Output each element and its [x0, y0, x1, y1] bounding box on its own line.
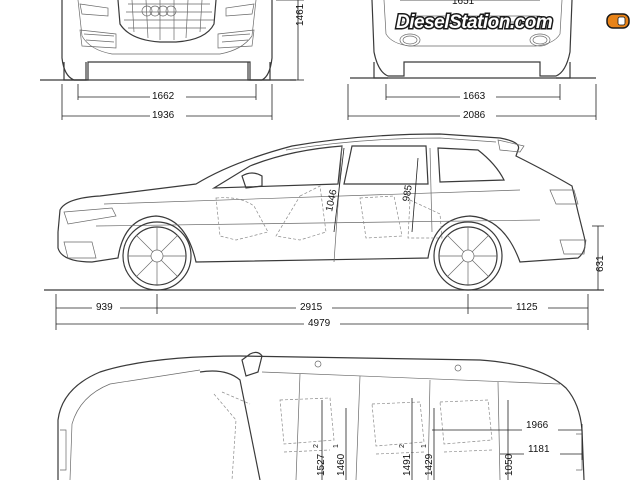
dim-front-shoulder-sup: 2	[313, 444, 320, 448]
dim-front-height: 1461	[295, 3, 306, 26]
dim-rear-shoulder-sup: 2	[399, 444, 406, 448]
dim-rear-shoulder: 1491	[402, 453, 413, 476]
site-watermark: DieselStation.com	[395, 11, 630, 35]
svg-text:DieselStation.com: DieselStation.com	[396, 12, 553, 33]
dim-front-headroom: 1046	[324, 188, 339, 212]
dim-wheelbase: 2915	[300, 302, 323, 313]
dim-front-width: 1936	[152, 110, 175, 121]
dim-cargo-length: 1181	[528, 444, 550, 455]
dim-front-elbow: 1460	[336, 453, 347, 476]
dim-front-shoulder: 1527	[316, 453, 327, 476]
dim-rear-elbow-sup: 1	[421, 444, 428, 448]
dim-rear-top: 1651	[452, 0, 475, 7]
interior-width-dims	[321, 398, 509, 480]
dim-rear-elbow: 1429	[424, 453, 435, 476]
rear-wheel	[433, 221, 503, 291]
dim-front-track: 1662	[152, 91, 175, 102]
dim-cargo-length-max: 1966	[526, 420, 549, 431]
dim-rear-headroom: 985	[401, 184, 415, 203]
side-view	[44, 133, 604, 291]
dim-front-elbow-sup: 1	[333, 444, 340, 448]
rear-view	[350, 0, 596, 79]
dim-rear-width: 2086	[463, 110, 486, 121]
dim-trunk-sill: 631	[595, 255, 606, 272]
dim-front-overhang: 939	[96, 302, 113, 313]
dim-rear-overhang: 1125	[516, 302, 538, 313]
dim-cargo-width: 1050	[504, 453, 515, 476]
dim-overall-length: 4979	[308, 318, 331, 329]
front-view	[40, 0, 296, 81]
front-wheel	[122, 221, 192, 291]
dim-rear-track: 1663	[463, 91, 486, 102]
